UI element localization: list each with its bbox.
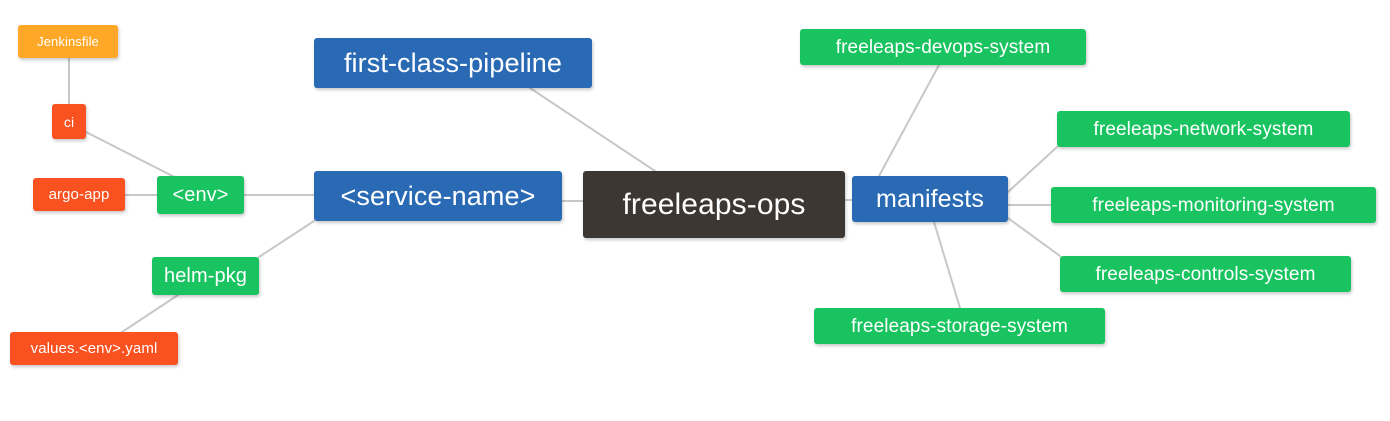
edge-manifests-to-freeleaps-storage-system	[933, 221, 961, 309]
edge-first-class-pipeline-to-freeleaps-ops	[529, 87, 656, 172]
node-manifests[interactable]: manifests	[852, 176, 1008, 222]
node-values-yaml[interactable]: values.<env>.yaml	[10, 332, 178, 365]
edge-service-name-to-helm-pkg	[258, 220, 315, 258]
node-freeleaps-ops[interactable]: freeleaps-ops	[583, 171, 845, 238]
edge-manifests-to-freeleaps-controls-system	[1007, 217, 1061, 257]
node-label-freeleaps-storage-system: freeleaps-storage-system	[851, 315, 1068, 337]
node-label-freeleaps-devops-system: freeleaps-devops-system	[835, 36, 1051, 58]
node-service-name[interactable]: <service-name>	[314, 171, 562, 221]
node-label-service-name: <service-name>	[340, 180, 536, 211]
node-label-jenkinsfile: Jenkinsfile	[37, 34, 99, 49]
node-label-helm-pkg: helm-pkg	[163, 265, 248, 287]
node-label-freeleaps-network-system: freeleaps-network-system	[1093, 118, 1314, 140]
node-label-values-yaml: values.<env>.yaml	[30, 340, 158, 357]
node-ci[interactable]: ci	[52, 104, 86, 139]
node-env[interactable]: <env>	[157, 176, 244, 214]
node-label-freeleaps-ops: freeleaps-ops	[622, 187, 806, 221]
node-label-freeleaps-controls-system: freeleaps-controls-system	[1095, 263, 1316, 285]
node-argo-app[interactable]: argo-app	[33, 178, 125, 211]
node-freeleaps-network-system[interactable]: freeleaps-network-system	[1057, 111, 1350, 147]
node-label-env: <env>	[172, 184, 229, 206]
node-jenkinsfile[interactable]: Jenkinsfile	[18, 25, 118, 58]
node-label-first-class-pipeline: first-class-pipeline	[343, 47, 563, 78]
edge-manifests-to-freeleaps-devops-system	[878, 64, 940, 177]
node-freeleaps-monitoring-system[interactable]: freeleaps-monitoring-system	[1051, 187, 1376, 223]
node-freeleaps-controls-system[interactable]: freeleaps-controls-system	[1060, 256, 1351, 292]
node-label-ci: ci	[63, 113, 75, 130]
node-freeleaps-devops-system[interactable]: freeleaps-devops-system	[800, 29, 1086, 65]
edge-manifests-to-freeleaps-network-system	[1007, 146, 1058, 193]
node-label-freeleaps-monitoring-system: freeleaps-monitoring-system	[1092, 194, 1335, 216]
node-label-argo-app: argo-app	[48, 186, 110, 203]
node-first-class-pipeline[interactable]: first-class-pipeline	[314, 38, 592, 88]
node-label-manifests: manifests	[876, 184, 984, 213]
node-freeleaps-storage-system[interactable]: freeleaps-storage-system	[814, 308, 1105, 344]
node-helm-pkg[interactable]: helm-pkg	[152, 257, 259, 295]
